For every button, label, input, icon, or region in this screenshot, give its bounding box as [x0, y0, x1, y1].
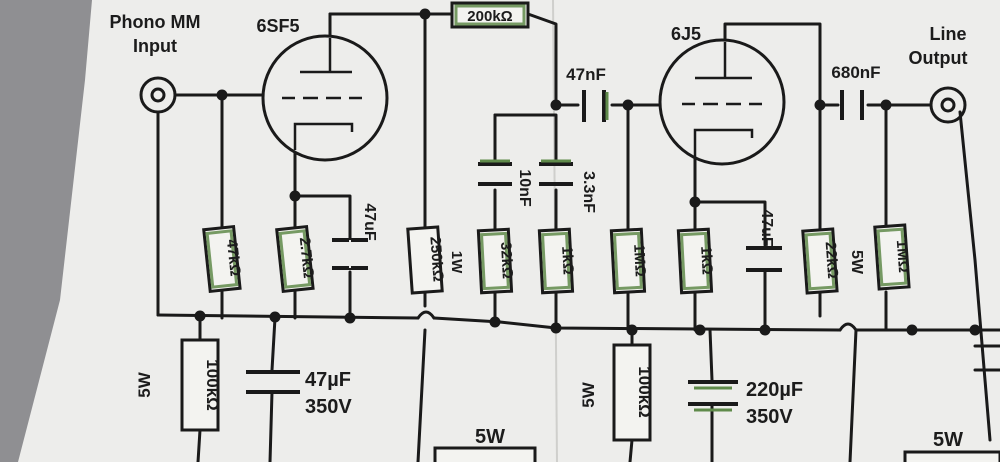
resistor-r-grid2: 1MΩ	[609, 227, 649, 295]
r-bottom2-watt: 5W	[933, 429, 963, 451]
c-supply2-voltage: 350V	[746, 406, 793, 428]
capacitor-c-cathode2	[746, 246, 782, 272]
output-label-line1: Line	[929, 24, 966, 44]
r-plate2-watt: 5W	[848, 250, 865, 275]
resistor-r-grid1: 47kΩ	[202, 224, 244, 294]
r-supply2-label: 100kΩ	[635, 366, 654, 417]
r-plate1-watt: 1W	[448, 251, 465, 274]
r-bottom1-watt: 5W	[475, 426, 505, 448]
resistor-r-riaa2: 1kΩ	[537, 227, 577, 295]
c-cathode2-label: 47uF	[758, 209, 775, 247]
r-plate1-label: 250kΩ	[426, 236, 446, 282]
r-grid1-label: 47kΩ	[223, 238, 244, 277]
r-cathode1-label: 2.7kΩ	[296, 236, 317, 279]
c-riaa1-label: 10nF	[516, 169, 533, 207]
r-supply1-label: 100kΩ	[203, 359, 222, 410]
r-out-label: 1MΩ	[893, 239, 912, 273]
r-grid2-label: 1MΩ	[630, 244, 649, 278]
tube-6sf5-symbol	[261, 34, 389, 162]
c-supply1-voltage: 350V	[305, 396, 352, 418]
resistor-r-feedback: 200kΩ	[450, 1, 530, 29]
input-label-line1: Phono MM	[110, 12, 201, 32]
capacitor-c-riaa1	[478, 159, 512, 186]
input-label-line2: Input	[133, 36, 177, 56]
r-supply1-watt: 5W	[135, 371, 154, 397]
resistor-bottom2	[903, 450, 1000, 462]
resistor-r-supply1: 100kΩ	[180, 338, 222, 432]
capacitor-c-supply2	[688, 380, 738, 412]
capacitor-c-riaa2	[539, 159, 573, 186]
r-riaa2-label: 1kΩ	[558, 246, 576, 276]
capacitor-c-supply1	[246, 370, 300, 394]
tube2-label: 6J5	[671, 24, 701, 44]
r-cathode2-label: 1kΩ	[697, 246, 715, 276]
r-plate2-label: 22kΩ	[822, 241, 842, 279]
tube1-label: 6SF5	[256, 16, 299, 36]
c-cathode1-label: 47uF	[361, 203, 378, 241]
capacitor-c-cathode1	[332, 238, 368, 270]
resistor-r-riaa1: 32kΩ	[476, 227, 516, 295]
wires	[156, 12, 1000, 462]
r-supply2-watt: 5W	[579, 381, 598, 407]
output-jack	[929, 86, 967, 124]
resistor-r-supply2: 100kΩ	[612, 343, 654, 442]
output-label-line2: Output	[909, 48, 968, 68]
resistor-r-out: 1MΩ	[873, 223, 912, 291]
resistor-bottom1	[433, 446, 537, 462]
c-riaa2-label: 3.3nF	[580, 171, 597, 213]
tube-6j5-symbol	[658, 38, 786, 166]
input-jack	[139, 76, 177, 114]
resistor-r-plate2: 22kΩ	[801, 227, 842, 295]
r-riaa1-label: 32kΩ	[497, 241, 516, 279]
junction-dots	[194, 8, 981, 336]
c-supply1-label: 47µF	[305, 369, 351, 391]
r-feedback-label: 200kΩ	[467, 8, 512, 25]
c-supply2-label: 220µF	[746, 379, 803, 401]
resistor-r-cathode2: 1kΩ	[676, 227, 716, 295]
resistor-r-plate1: 250kΩ	[406, 225, 447, 295]
c-output-label: 680nF	[831, 63, 880, 82]
c-coupling-label: 47nF	[566, 65, 606, 84]
capacitor-c-output	[840, 90, 864, 120]
resistor-r-cathode1: 2.7kΩ	[275, 224, 317, 294]
capacitor-c-coupling	[582, 90, 609, 122]
